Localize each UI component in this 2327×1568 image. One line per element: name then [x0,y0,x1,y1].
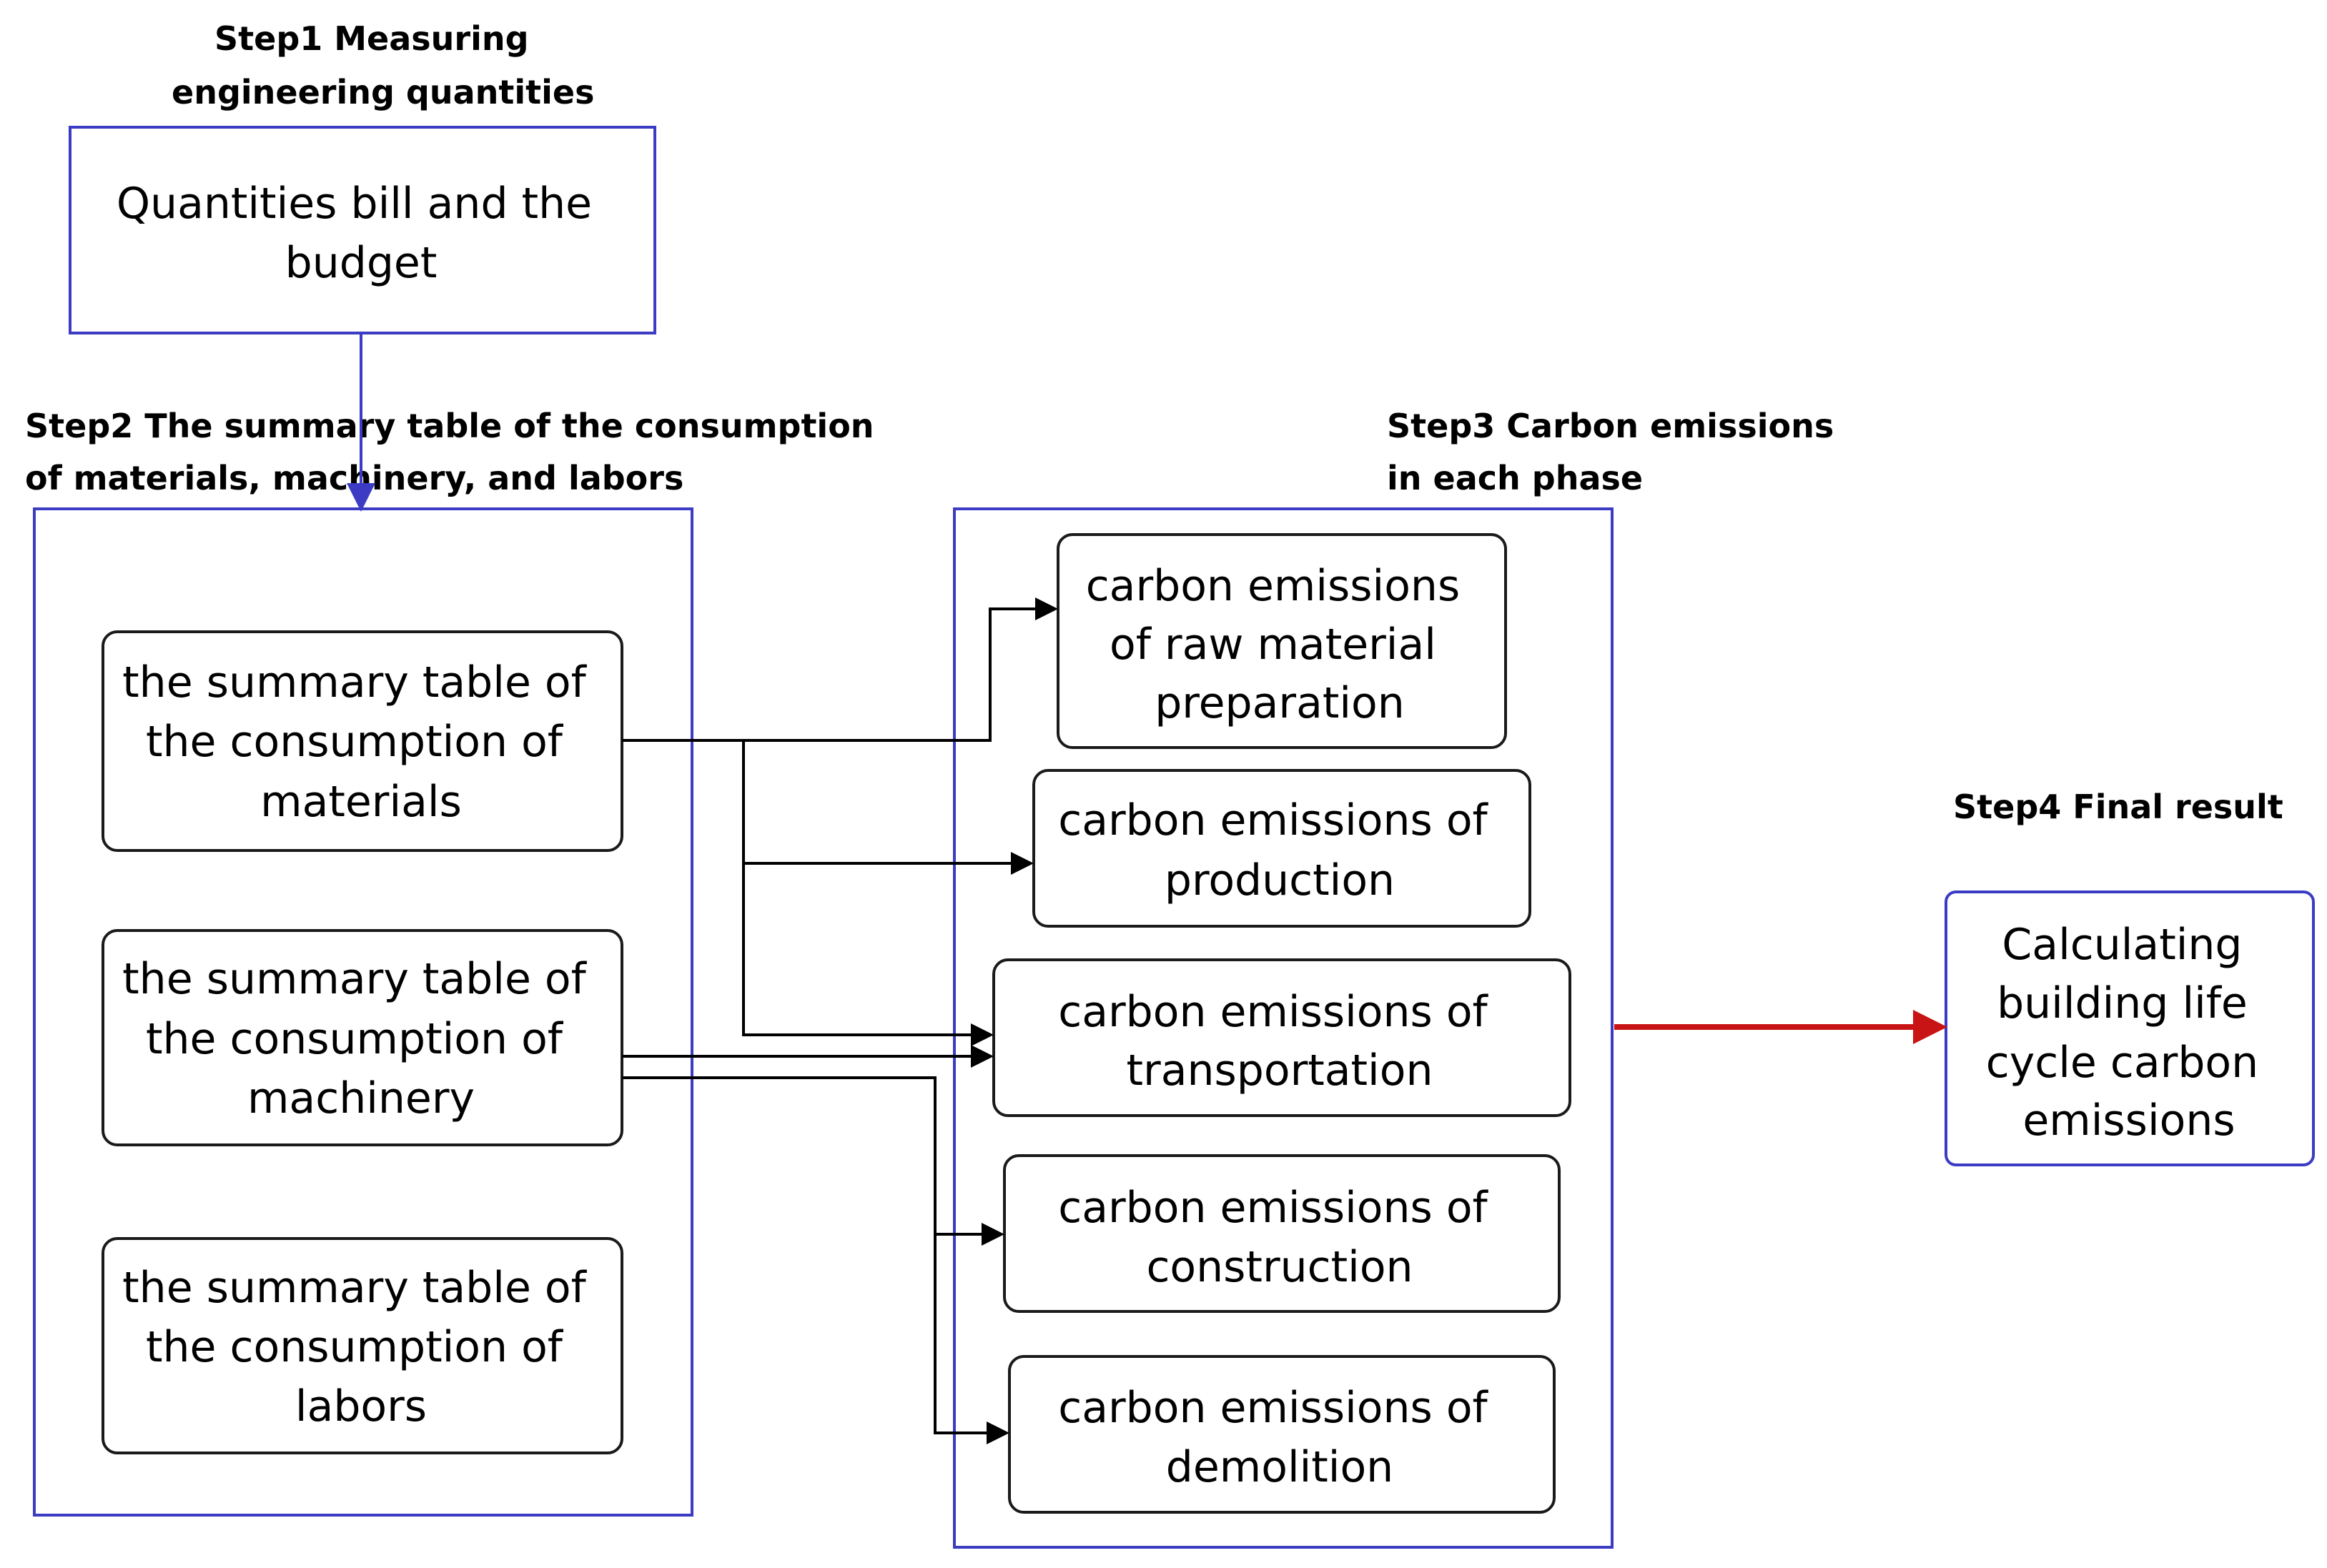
step3-heading-line: Step3 Carbon emissions [1387,407,1834,445]
table-labors-text: the summary table of the consumption of … [122,1263,600,1431]
phase-transportation-text: carbon emissions of transportation [1058,987,1501,1096]
step1-box-line: Quantities bill and the [117,179,592,229]
table-labors-line: labors [295,1381,427,1431]
phase-production-line: carbon emissions of [1058,795,1488,845]
phase-demolition-line: demolition [1166,1442,1393,1492]
table-machinery-text: the summary table of the consumption of … [122,954,600,1123]
table-materials-line: materials [260,777,462,827]
table-machinery-line: machinery [247,1073,475,1123]
phase-raw-material-box [1057,533,1507,749]
phase-raw-material-line: of raw material [1110,620,1436,670]
phase-raw-material-line: carbon emissions [1086,561,1461,611]
result-text: Calculating building life cycle carbon e… [1986,920,2272,1146]
table-labors-line: the consumption of [146,1322,564,1372]
phase-construction-text: carbon emissions of construction [1058,1183,1501,1292]
table-materials-text: the summary table of the consumption of … [122,658,600,827]
table-labors-box [102,1237,623,1454]
table-labors-line: the summary table of [122,1263,587,1313]
table-machinery-box [102,929,623,1146]
step2-heading-line: Step2 The summary table of the consumpti… [25,407,874,445]
step1-box [69,126,656,334]
phase-construction-line: carbon emissions of [1058,1183,1488,1233]
step2-heading-line: of materials, machinery, and labors [25,459,683,497]
phase-demolition-box [1008,1355,1556,1514]
arrow-materials-to-transportation [742,740,994,1046]
table-machinery-line: the summary table of [122,954,587,1004]
step4-heading: Step4 Final result [1953,788,2283,826]
phase-transportation-line: carbon emissions of [1058,987,1488,1037]
step1-heading: Step1 Measuring engineering quantities [172,19,595,111]
step1-box-line: budget [285,238,438,288]
phase-construction-box [1003,1154,1561,1313]
phase-transportation-box [992,958,1571,1117]
table-materials-line: the summary table of [122,658,587,708]
arrow-machinery-to-demolition [622,1076,1009,1444]
step3-heading-line: in each phase [1387,459,1643,497]
step1-box-text: Quantities bill and the budget [117,179,606,288]
table-materials-line: the consumption of [146,717,564,767]
phase-transportation-line: transportation [1127,1046,1433,1096]
arrow-materials-to-raw-material [622,597,1058,742]
table-machinery-line: the consumption of [146,1014,564,1064]
phase-production-text: carbon emissions of production [1058,795,1501,905]
step4-heading-line: Step4 Final result [1953,788,2283,826]
step1-heading-line: engineering quantities [172,73,595,111]
phase-demolition-text: carbon emissions of demolition [1058,1383,1501,1492]
step1-heading-line: Step1 Measuring [214,19,529,58]
phase-demolition-line: carbon emissions of [1058,1383,1488,1433]
phase-raw-material-text: carbon emissions of raw material prepara… [1086,561,1474,728]
result-line: building life [1997,978,2248,1028]
result-line: cycle carbon [1986,1038,2258,1088]
phase-production-box [1032,769,1531,928]
step2-heading: Step2 The summary table of the consumpti… [25,407,886,497]
result-line: Calculating [2002,920,2242,970]
step3-heading: Step3 Carbon emissions in each phase [1387,407,1845,497]
phase-construction-line: construction [1146,1242,1413,1292]
phase-production-line: production [1165,855,1395,905]
phase-raw-material-line: preparation [1155,678,1405,728]
result-line: emissions [2022,1096,2235,1146]
